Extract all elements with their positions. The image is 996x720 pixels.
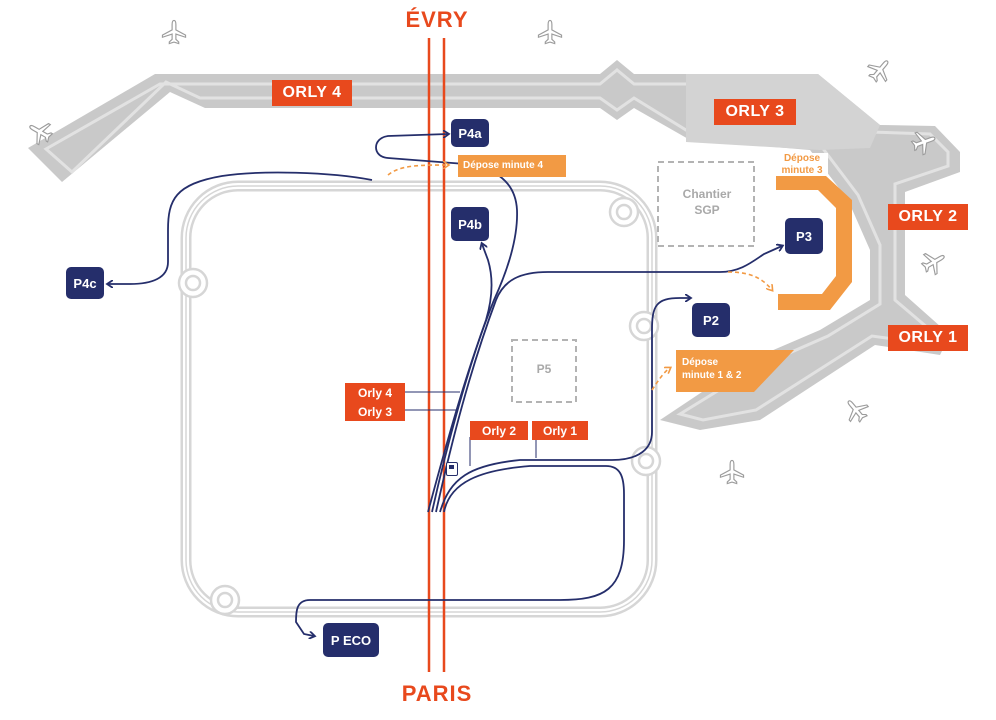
route-to-p4b xyxy=(431,244,493,513)
parking-p4c: P4c xyxy=(66,267,104,299)
p5-area xyxy=(511,339,577,403)
highway-a6 xyxy=(427,38,446,672)
terminal-orly3-label: ORLY 3 xyxy=(714,99,796,125)
drop-off-zones xyxy=(776,176,852,310)
drop-off-12-label-line1: Dépose xyxy=(682,356,719,368)
drop-off-12-label-line2: minute 1 & 2 xyxy=(682,369,742,381)
exit-orly4-label: Orly 4 xyxy=(345,383,405,402)
route-to-p2 xyxy=(439,298,690,513)
chantier-label-line2: SGP xyxy=(694,202,720,217)
drop-off-arrows xyxy=(387,165,772,391)
arrow-to-drop-off-12 xyxy=(651,368,670,391)
drop-off-3-label-line2: minute 3 xyxy=(776,164,828,176)
drop-off-3-zone xyxy=(776,176,852,310)
arrow-to-drop-off-3 xyxy=(727,271,772,290)
dashed-areas xyxy=(511,161,755,403)
drop-off-3-label-line1: Dépose xyxy=(776,153,828,164)
orly4-building xyxy=(28,60,960,430)
route-to-peco xyxy=(295,465,625,636)
drop-off-12-zone xyxy=(676,350,794,392)
terminal-orly2-label: ORLY 2 xyxy=(888,204,968,230)
route-to-p4c xyxy=(108,171,373,284)
terminal-orly1-label: ORLY 1 xyxy=(888,325,968,351)
route-to-p3 xyxy=(435,246,782,513)
fuel-station-icon xyxy=(446,462,458,476)
parking-peco: P ECO xyxy=(323,623,379,657)
parking-p2: P2 xyxy=(692,303,730,337)
city-evry-label: ÉVRY xyxy=(405,7,469,32)
terminal-orly4-label: ORLY 4 xyxy=(272,80,352,106)
orly4-building-inner xyxy=(43,68,950,422)
ring-road xyxy=(177,180,662,618)
city-paris-label: PARIS xyxy=(401,681,473,706)
parking-p5-label: P5 xyxy=(536,361,552,376)
parking-p4a: P4a xyxy=(451,119,489,147)
parking-p3: P3 xyxy=(785,218,823,254)
arrow-to-drop-off-4 xyxy=(387,165,448,176)
exit-orly2-label: Orly 2 xyxy=(470,421,528,440)
exit-orly1-label: Orly 1 xyxy=(532,421,588,440)
parking-p4b: P4b xyxy=(451,207,489,241)
chantier-label-line1: Chantier xyxy=(682,186,732,201)
drop-off-4-label: Dépose minute 4 xyxy=(458,155,566,177)
parking-routes xyxy=(108,134,782,636)
exit-orly3-label: Orly 3 xyxy=(345,402,405,421)
